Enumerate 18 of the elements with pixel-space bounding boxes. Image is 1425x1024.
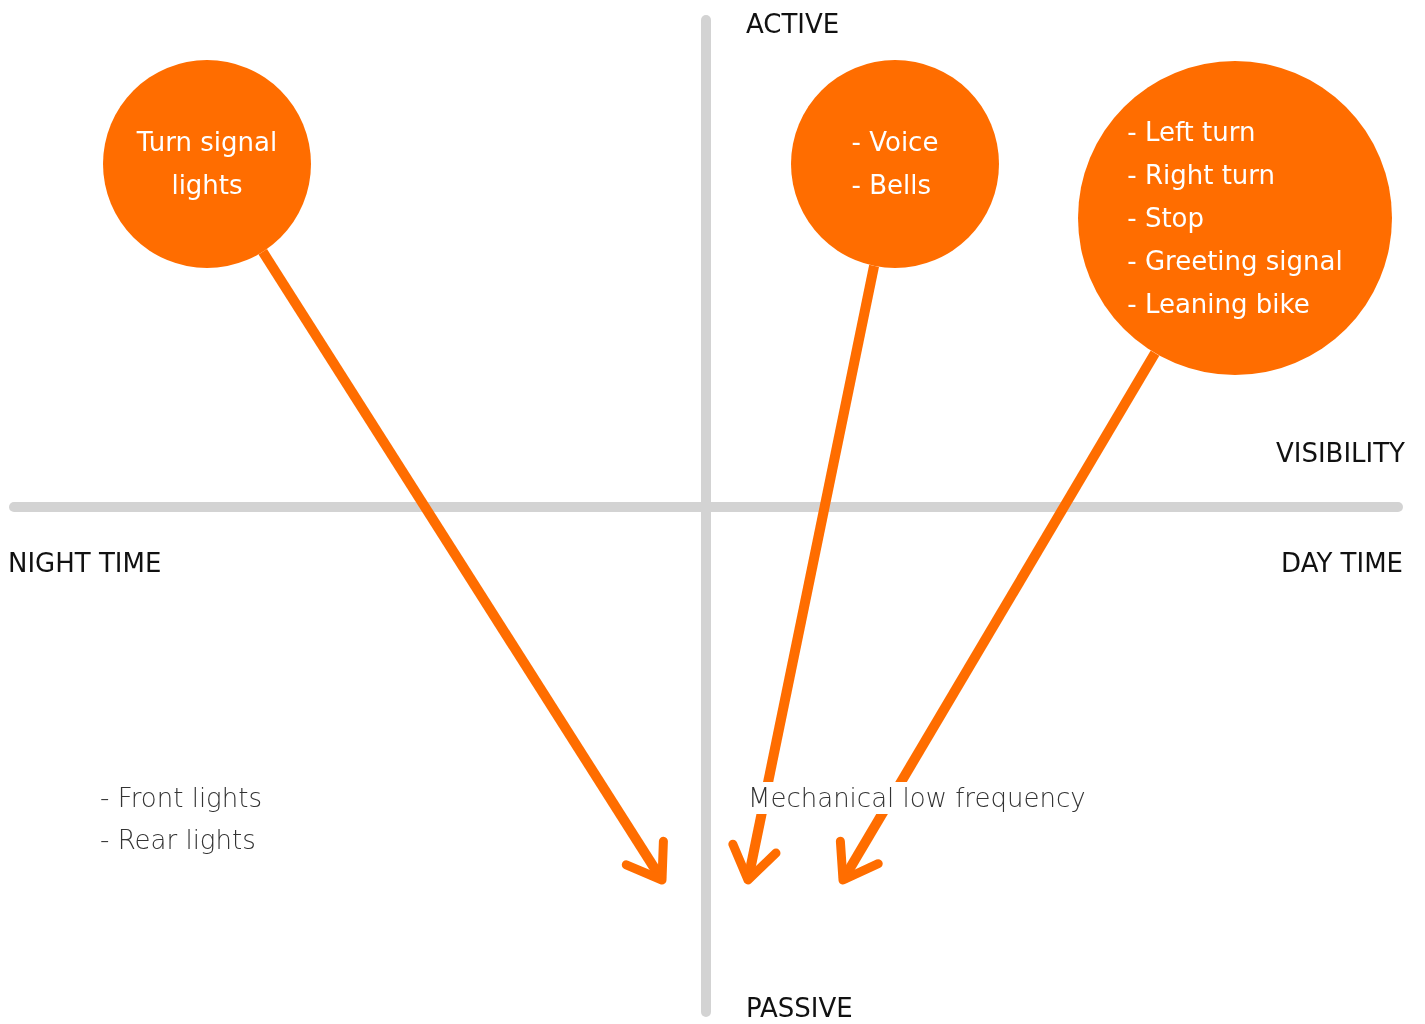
list-item: - Left turn bbox=[1127, 115, 1256, 149]
axis-label: PASSIVE bbox=[746, 992, 853, 1024]
list-item: - Greeting signal bbox=[1127, 244, 1343, 278]
node-text: Turn signal lights bbox=[135, 126, 279, 202]
arrow bbox=[728, 264, 879, 885]
list-item: - Stop bbox=[1127, 201, 1204, 235]
axis-label: ACTIVE bbox=[746, 8, 840, 40]
arrow bbox=[835, 350, 1160, 885]
list-item: - Right turn bbox=[1127, 158, 1275, 192]
arrow bbox=[258, 249, 668, 885]
axis-label: VISIBILITY bbox=[1275, 437, 1405, 469]
axis-label: NIGHT TIME bbox=[8, 547, 162, 579]
axis-label: DAY TIME bbox=[1281, 547, 1403, 579]
list-item: - Front lights bbox=[100, 782, 262, 814]
list-item: - Leaning bike bbox=[1127, 287, 1310, 321]
list-item: - Rear lights bbox=[100, 824, 256, 856]
list-item: - Voice bbox=[851, 126, 939, 159]
list-item: - Bells bbox=[851, 169, 932, 202]
